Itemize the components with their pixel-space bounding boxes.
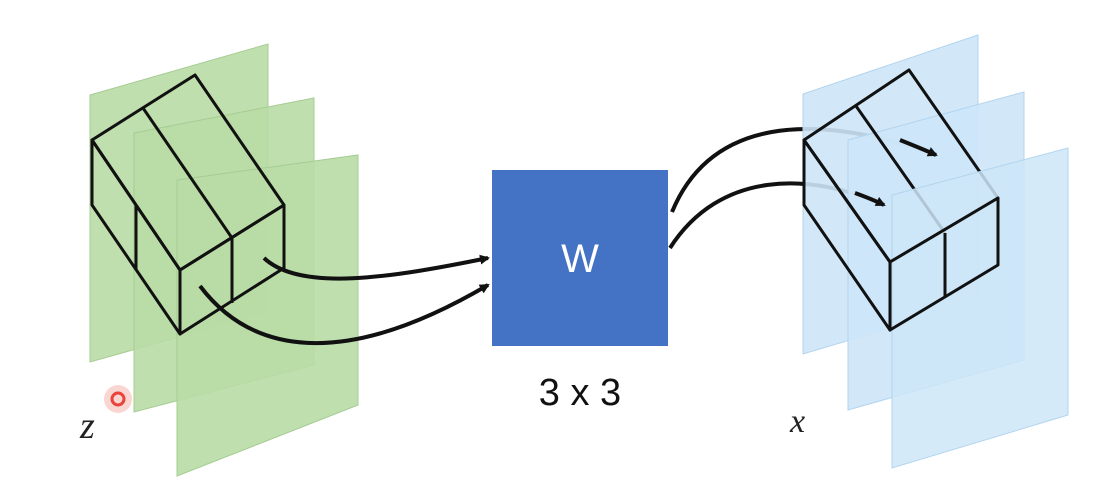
cursor-indicator — [104, 385, 132, 413]
kernel-block: W 3 x 3 — [492, 170, 668, 414]
input-to-kernel-arrows — [198, 254, 490, 346]
input-label: z — [79, 405, 95, 447]
kernel-size-label: 3 x 3 — [539, 372, 621, 414]
input-arrow-upper — [262, 254, 490, 281]
kernel-box — [492, 170, 668, 346]
output-front-plane-group — [891, 147, 1069, 469]
output-arrowheads-overlay — [854, 138, 938, 207]
input-receptive-field-cube — [90, 73, 286, 336]
input-plane-front — [176, 154, 359, 477]
input-arrow-lower — [198, 283, 490, 346]
output-plane-front — [891, 147, 1069, 469]
output-cube-front-edges — [888, 196, 1000, 332]
output-label: x — [789, 403, 805, 440]
kernel-label: W — [561, 237, 599, 281]
